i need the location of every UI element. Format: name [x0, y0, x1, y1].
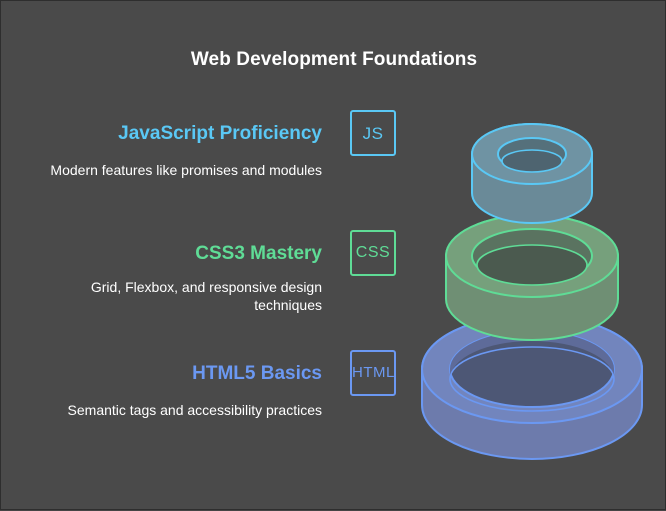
diagram-title: Web Development Foundations: [190, 49, 478, 70]
html-heading: HTML5 Basics: [192, 363, 322, 384]
css-description: Grid, Flexbox, and responsive design tec…: [90, 279, 322, 313]
js-description: Modern features like promises and module…: [50, 162, 322, 178]
html-badge-label: HTML: [352, 364, 395, 381]
html-description: Semantic tags and accessibility practice…: [67, 402, 322, 418]
html-badge-icon: HTML: [350, 350, 396, 396]
js-badge-icon: JS: [350, 110, 396, 156]
js-heading: JavaScript Proficiency: [118, 123, 322, 144]
js-ring: [471, 123, 593, 224]
css-ring: [445, 214, 619, 341]
js-badge-label: JS: [362, 124, 384, 143]
html-ring: [421, 314, 643, 460]
css-heading: CSS3 Mastery: [195, 243, 322, 264]
css-badge-label: CSS: [355, 244, 391, 261]
css-badge-icon: CSS: [350, 230, 396, 276]
